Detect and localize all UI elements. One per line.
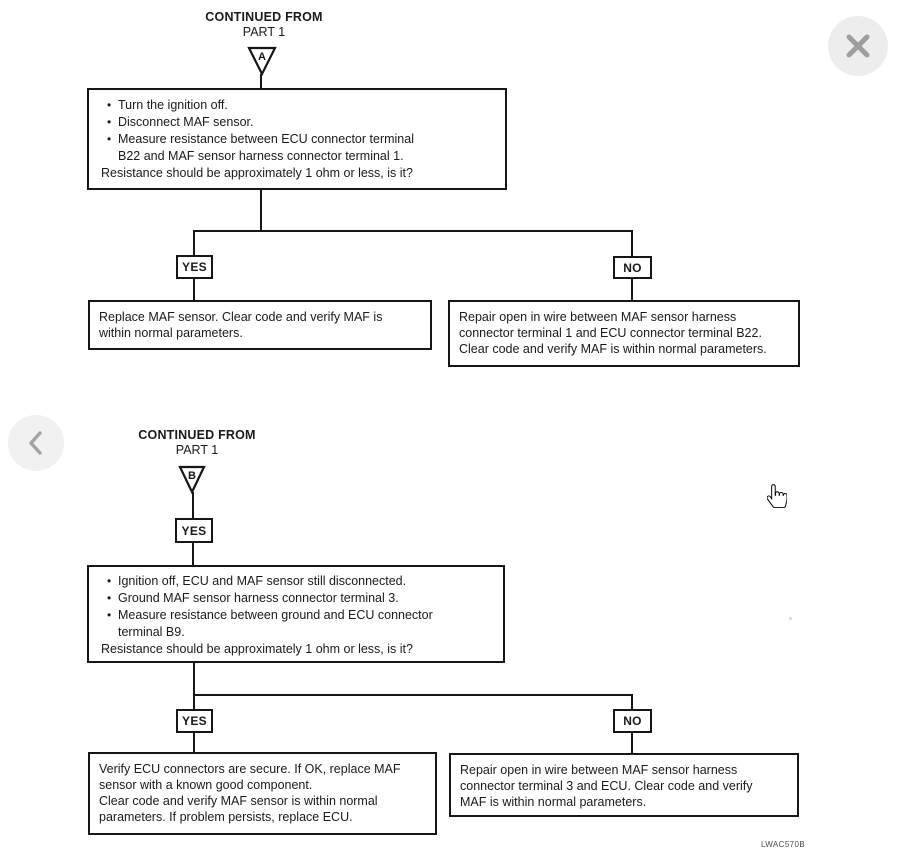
no-label: NO: [623, 714, 642, 728]
flow-line: [193, 733, 195, 752]
outcome-box-yes-1: Replace MAF sensor. Clear code and verif…: [88, 300, 432, 350]
bullet-item: • Ground MAF sensor harness connector te…: [101, 590, 495, 607]
flow-line: [631, 694, 633, 709]
close-button[interactable]: [828, 16, 888, 76]
bullet-item: • Disconnect MAF sensor.: [101, 114, 497, 131]
flow-line: [192, 543, 194, 565]
no-label: NO: [623, 260, 642, 275]
bullet-dot: •: [107, 574, 112, 588]
flow-line: [260, 190, 262, 232]
flow-line: [193, 694, 633, 696]
bullet-dot: •: [107, 115, 112, 129]
yes-label: YES: [181, 523, 207, 538]
question-text: Resistance should be approximately 1 ohm…: [101, 642, 413, 656]
figure-code: LWAC570B: [761, 840, 806, 849]
flow-line: [193, 663, 195, 696]
continued-from-text: CONTINUED FROM: [205, 10, 323, 24]
bullet-dot: •: [107, 132, 112, 146]
bullet-item: • Measure resistance between ground and …: [101, 607, 495, 641]
bullet-item: • Measure resistance between ECU connect…: [101, 131, 497, 165]
bullet-dot: •: [107, 591, 112, 605]
flow-line: [631, 279, 633, 300]
outcome-box-no-2: Repair open in wire between MAF sensor h…: [449, 753, 799, 817]
flow-line: [631, 230, 633, 256]
close-icon: [846, 34, 870, 58]
outcome-box-yes-2: Verify ECU connectors are secure. If OK,…: [88, 752, 437, 835]
flow-line: [193, 279, 195, 300]
yes-label: YES: [182, 714, 207, 728]
decision-box-1: • Turn the ignition off. • Disconnect MA…: [87, 88, 507, 190]
flow-line: [193, 694, 195, 709]
flow-line: [193, 230, 195, 255]
yes-label: YES: [182, 260, 207, 274]
triangle-shape: [178, 465, 206, 494]
bullet-item: • Ignition off, ECU and MAF sensor still…: [101, 573, 495, 590]
entry-yes-tag: YES: [175, 518, 213, 543]
flow-line: [260, 74, 262, 88]
flow-line: [631, 733, 633, 753]
outcome-box-no-1: Repair open in wire between MAF sensor h…: [448, 300, 800, 367]
scan-artifact-dot: [789, 617, 792, 620]
bullet-dot: •: [107, 608, 112, 622]
continued-from-header-1: CONTINUED FROM PART 1: [199, 10, 329, 40]
no-tag: NO: [613, 256, 652, 279]
flow-line: [193, 230, 633, 232]
bullet-dot: •: [107, 98, 112, 112]
bullet-text: Turn the ignition off.: [118, 98, 228, 112]
chevron-left-icon: [29, 431, 42, 455]
question-text: Resistance should be approximately 1 ohm…: [101, 166, 413, 180]
yes-tag: YES: [176, 709, 213, 733]
part-text: PART 1: [242, 25, 286, 39]
bullet-text: Measure resistance between ECU connector…: [118, 132, 414, 163]
triangle-shape: [247, 46, 277, 76]
previous-button[interactable]: [8, 415, 64, 471]
hand-cursor-icon: [767, 484, 787, 508]
flow-line: [192, 492, 194, 518]
continued-from-text: CONTINUED FROM: [138, 428, 256, 442]
bullet-text: Ignition off, ECU and MAF sensor still d…: [118, 574, 407, 588]
no-tag: NO: [613, 709, 652, 733]
bullet-text: Disconnect MAF sensor.: [118, 115, 254, 129]
connector-triangle-a: A: [247, 46, 277, 76]
yes-tag: YES: [176, 255, 213, 279]
part-text: PART 1: [175, 443, 219, 457]
connector-letter: A: [258, 51, 266, 63]
decision-box-2: • Ignition off, ECU and MAF sensor still…: [87, 565, 505, 663]
continued-from-header-2: CONTINUED FROM PART 1: [132, 428, 262, 458]
bullet-item: • Turn the ignition off.: [101, 97, 497, 114]
bullet-text: Ground MAF sensor harness connector term…: [118, 591, 399, 605]
bullet-text: Measure resistance between ground and EC…: [118, 608, 433, 639]
connector-triangle-b: B: [178, 465, 206, 494]
connector-letter: B: [188, 470, 196, 482]
